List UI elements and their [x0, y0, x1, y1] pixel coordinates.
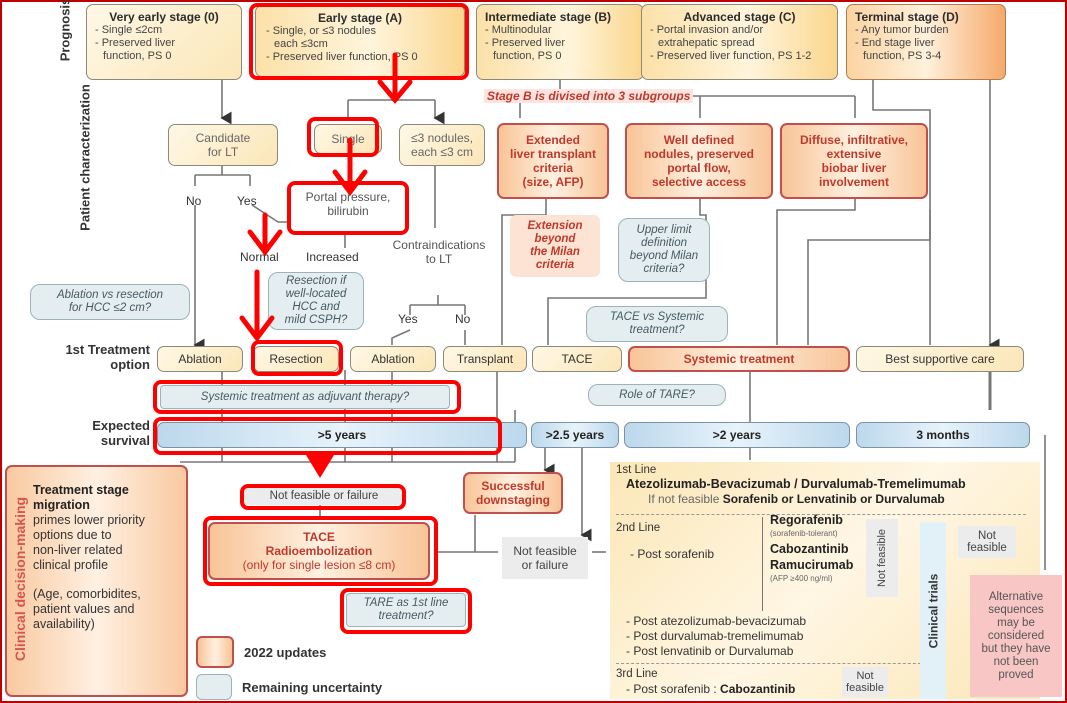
not-feasible-or-failure-1: Not feasible or failure: [244, 487, 404, 505]
label-ci-yes: Yes: [398, 312, 418, 326]
legend-item-uncertainty: Remaining uncertainty: [196, 674, 382, 700]
uncertainty-role-tare: Role of TARE?: [588, 384, 726, 406]
stage-terminal-d[interactable]: Terminal stage (D) - Any tumor burden - …: [846, 4, 1006, 80]
treatment-ablation-1[interactable]: Ablation: [157, 346, 243, 372]
legend-swatch-updates: [196, 636, 234, 668]
label-increased: Increased: [306, 250, 359, 264]
stage-early-a[interactable]: Early stage (A) - Single, or ≤3 nodules …: [255, 5, 465, 77]
treatment-tace[interactable]: TACE: [532, 346, 622, 372]
stage-intermediate-b[interactable]: Intermediate stage (B) - Multinodular - …: [476, 4, 644, 80]
red-arrow-2: [332, 137, 368, 197]
label-normal: Normal: [240, 250, 279, 264]
survival-3-months: 3 months: [856, 422, 1030, 448]
first-line-main: Atezolizumab-Bevacizumab / Durvalumab-Tr…: [626, 477, 966, 491]
clinical-decision-box: Clinical decision-making Treatment stage…: [5, 465, 188, 697]
survival-5-years: >5 years: [157, 422, 527, 448]
clinical-trials: Clinical trials: [920, 522, 946, 699]
treatment-systemic[interactable]: Systemic treatment: [628, 346, 850, 372]
survival-2-years: >2 years: [624, 422, 850, 448]
stage-advanced-c[interactable]: Advanced stage (C) - Portal invasion and…: [641, 4, 838, 80]
treatment-transplant[interactable]: Transplant: [443, 346, 527, 372]
legend: 2022 updates Remaining uncertainty: [196, 636, 382, 700]
not-feasible-vertical: Not feasible: [866, 519, 898, 597]
legend-item-updates: 2022 updates: [196, 636, 382, 668]
survival-2-5-years: >2.5 years: [531, 422, 619, 448]
label-no: No: [186, 194, 202, 208]
systemic-lines-panel: 1st Line Atezolizumab-Bevacizumab / Durv…: [610, 462, 1040, 699]
label-ci-no: No: [455, 312, 471, 326]
row-label-expected-survival: Expected survival: [92, 418, 150, 448]
red-arrow-3: [247, 212, 283, 257]
row-label-first-treatment: 1st Treatment option: [65, 342, 150, 372]
legend-swatch-uncertainty: [196, 674, 232, 700]
portal-pressure-node[interactable]: Portal pressure,bilirubin: [305, 190, 391, 218]
first-line-alt: If not feasible Sorafenib or Lenvatinib …: [648, 492, 945, 506]
stage-very-early[interactable]: Very early stage (0) - Single ≤2cm - Pre…: [86, 4, 242, 80]
nodules-node[interactable]: ≤3 nodules,each ≤3 cm: [399, 124, 485, 166]
red-arrow-4: [239, 269, 275, 343]
treatment-best-supportive-care[interactable]: Best supportive care: [856, 346, 1024, 372]
red-arrow-5: [306, 455, 334, 478]
stage-b-note: Stage B is divised into 3 subgroups: [484, 89, 694, 103]
treatment-resection[interactable]: Resection: [253, 346, 339, 372]
treatment-ablation-2[interactable]: Ablation: [350, 346, 436, 372]
uncertainty-adjuvant: Systemic treatment as adjuvant therapy?: [160, 385, 450, 409]
label-yes: Yes: [237, 194, 257, 208]
red-arrow-1: [377, 52, 413, 104]
